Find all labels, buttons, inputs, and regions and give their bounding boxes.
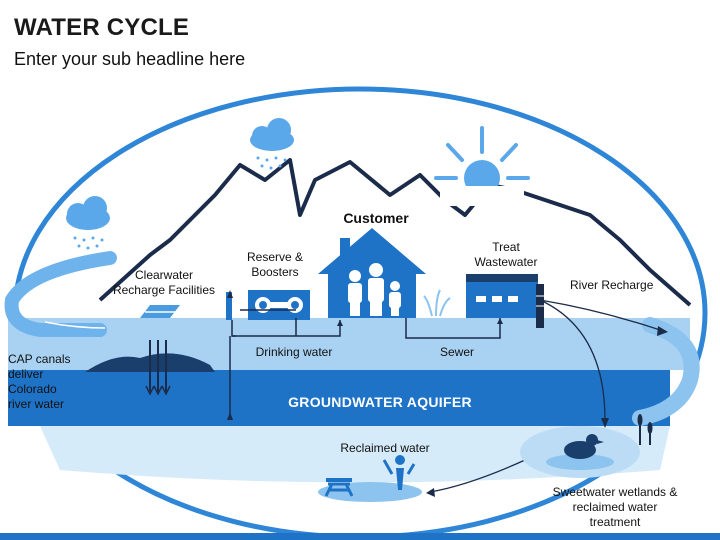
reclaimed-water-label: Reclaimed water [340,441,430,455]
reserve-boosters-icon [226,290,310,320]
page-title: WATER CYCLE [14,14,190,41]
clearwater-label: Clearwater Recharge Facilities [112,268,216,297]
wetlands-pond-icon [520,414,653,478]
treatment-plant-icon [466,274,544,328]
reserve-boosters-label: Reserve & Boosters [246,250,304,279]
cloud-top-icon [250,118,294,170]
sweetwater-label: Sweetwater wetlands & reclaimed water tr… [552,485,678,529]
sun-icon [434,126,530,206]
treat-wastewater-label: Treat Wastewater [474,240,538,269]
customer-house-icon [318,228,426,318]
groundwater-aquifer-band [8,370,670,426]
flow-arrows [429,299,661,493]
page-subtitle: Enter your sub headline here [14,49,246,69]
grass-icon [423,289,451,317]
right-stream [632,317,700,426]
drinking-water-label: Drinking water [255,345,333,359]
cap-canals-label: CAP canals deliver Colorado river water [8,352,71,411]
sewer-label: Sewer [439,345,474,359]
cloud-left-icon [66,196,110,250]
left-stream [4,251,117,337]
park-icon [318,455,422,502]
lower-water [40,426,670,483]
mountain-range [98,158,692,307]
pipe-arrows [227,290,503,420]
river-recharge-label: River Recharge [570,278,654,292]
footer-bar [0,533,720,540]
recharge-facility-icon [140,305,180,396]
customer-label: Customer [343,210,409,226]
groundwater-aquifer-label: GROUNDWATER AQUIFER [288,394,472,410]
